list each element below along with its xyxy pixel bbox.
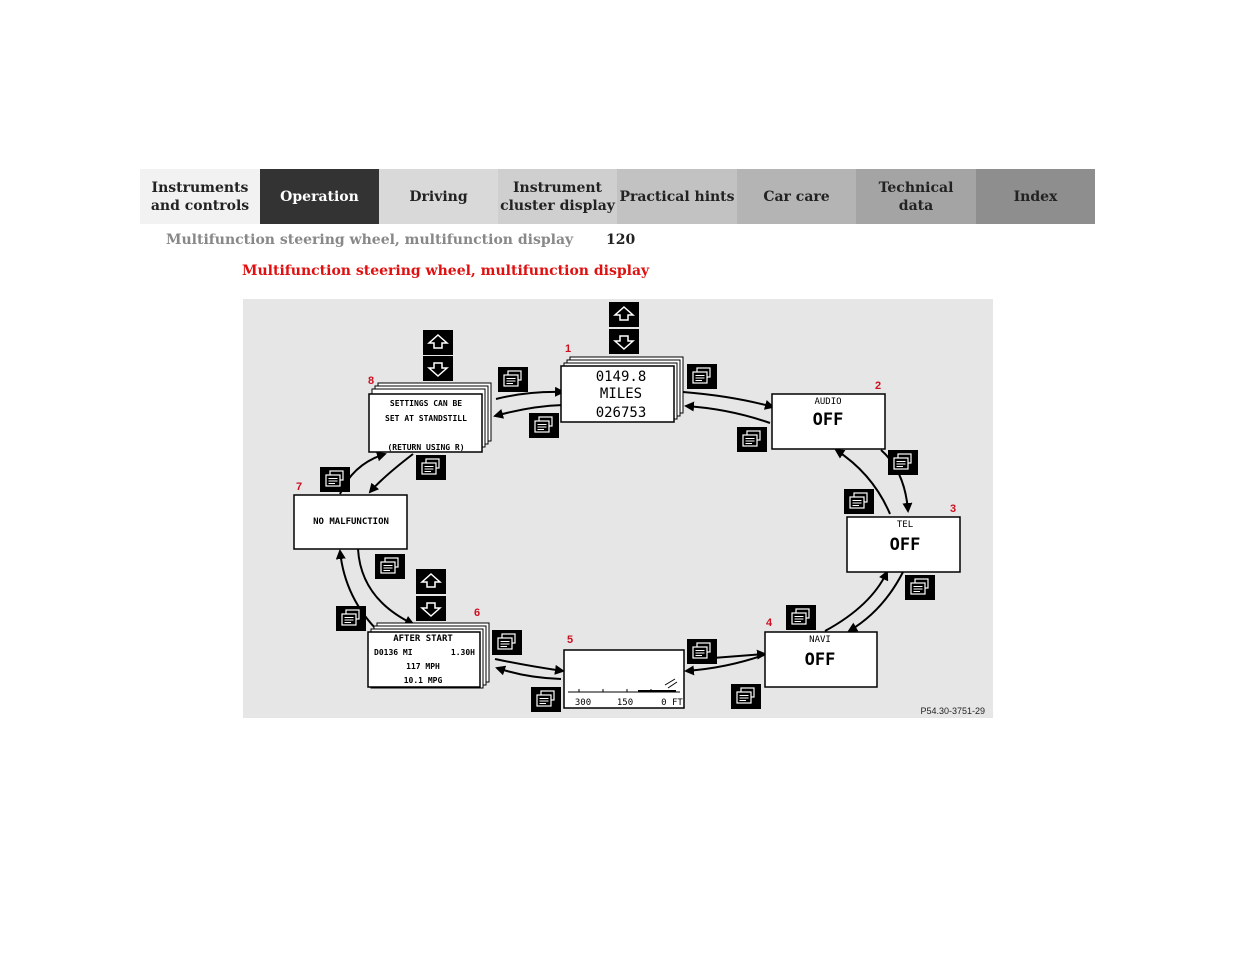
screen-6-line-2b: 1.30H bbox=[451, 648, 475, 657]
page-button-icon bbox=[531, 687, 561, 712]
screen-5-scale-0: 0 FT bbox=[661, 698, 683, 708]
arrow-6-to-7 bbox=[335, 549, 381, 634]
page-button-icon bbox=[731, 684, 761, 709]
screen-4-value: OFF bbox=[805, 650, 836, 670]
screen-7: NO MALFUNCTION bbox=[293, 494, 408, 550]
tab-technical-data[interactable]: Technical data bbox=[856, 169, 976, 224]
page-button-icon bbox=[687, 364, 717, 389]
cycle-arrows bbox=[335, 386, 913, 680]
page-button-icon bbox=[786, 605, 816, 630]
screen-1-line-1: 0149.8 bbox=[596, 369, 647, 385]
screen-1-line-3: 026753 bbox=[596, 405, 647, 421]
screen-3: TEL OFF bbox=[846, 516, 961, 573]
screen-2-label: AUDIO bbox=[814, 397, 841, 407]
breadcrumb: Multifunction steering wheel, multifunct… bbox=[166, 232, 574, 248]
arrow-down-button-icon bbox=[609, 329, 639, 354]
tab-instrument-cluster-display[interactable]: Instrument cluster display bbox=[498, 169, 617, 224]
screen-6-line-3: 117 MPH bbox=[406, 662, 440, 671]
arrow-up-button-icon bbox=[416, 569, 446, 594]
page-button-icon bbox=[529, 413, 559, 438]
arrow-3-to-2 bbox=[834, 448, 891, 515]
arrow-1-to-2 bbox=[682, 391, 775, 410]
screen-8-number: 8 bbox=[368, 375, 374, 387]
display-cycle-diagram: 0149.8 MILES 026753 1 AUDIO OFF 2 TEL OF… bbox=[293, 302, 985, 716]
arrow-5-to-6 bbox=[495, 665, 562, 680]
page-button-icon bbox=[888, 450, 918, 475]
page-button-icon bbox=[492, 630, 522, 655]
arrow-6-to-5 bbox=[494, 658, 565, 675]
screen-4-number: 4 bbox=[766, 617, 773, 629]
screen-1-line-2: MILES bbox=[600, 386, 642, 402]
screen-8-line-2: SET AT STANDSTILL bbox=[385, 414, 467, 423]
arrow-up-button-icon bbox=[609, 302, 639, 327]
screen-8-line-3: (RETURN USING R) bbox=[387, 443, 464, 452]
page-button-icon bbox=[498, 367, 528, 392]
page-number: 120 bbox=[606, 232, 636, 248]
tab-index[interactable]: Index bbox=[976, 169, 1095, 224]
screen-4-label: NAVI bbox=[809, 635, 831, 645]
tab-driving[interactable]: Driving bbox=[379, 169, 498, 224]
screen-6-number: 6 bbox=[474, 607, 480, 619]
arrow-1-to-8 bbox=[493, 404, 564, 419]
screen-2: AUDIO OFF bbox=[771, 393, 886, 450]
arrow-7-to-6 bbox=[357, 548, 415, 626]
screen-3-value: OFF bbox=[890, 535, 921, 555]
figure-reference: P54.30-3751-29 bbox=[920, 706, 985, 716]
arrow-down-button-icon bbox=[416, 596, 446, 621]
tab-operation[interactable]: Operation bbox=[260, 169, 379, 224]
screen-5-scale-150: 150 bbox=[617, 698, 633, 708]
arrow-3-to-4 bbox=[847, 571, 904, 633]
page-button-icon bbox=[416, 455, 446, 480]
arrow-2-to-1 bbox=[684, 401, 771, 424]
page-button-icon bbox=[375, 554, 405, 579]
section-title: Multifunction steering wheel, multifunct… bbox=[242, 263, 650, 279]
arrow-down-button-icon bbox=[423, 356, 453, 381]
page-button-icon bbox=[336, 606, 366, 631]
screen-3-number: 3 bbox=[950, 503, 956, 515]
screen-1-number: 1 bbox=[565, 343, 571, 355]
screen-3-label: TEL bbox=[897, 520, 913, 530]
screen-8-line-1: SETTINGS CAN BE bbox=[390, 399, 462, 408]
screen-1: 0149.8 MILES 026753 bbox=[560, 356, 684, 423]
page-button-icon bbox=[737, 427, 767, 452]
screen-2-number: 2 bbox=[875, 380, 881, 392]
arrow-8-to-7 bbox=[368, 453, 414, 494]
screen-7-number: 7 bbox=[296, 481, 302, 493]
tab-car-care[interactable]: Car care bbox=[737, 169, 856, 224]
arrow-4-to-3 bbox=[824, 570, 889, 632]
page-button-icon bbox=[844, 489, 874, 514]
page-button-icon bbox=[687, 639, 717, 664]
screen-6-line-2a: D0136 MI bbox=[374, 648, 413, 657]
screen-2-value: OFF bbox=[813, 410, 844, 430]
top-navigation-tabs: Instruments and controls Operation Drivi… bbox=[140, 169, 1095, 224]
arrow-up-button-icon bbox=[423, 330, 453, 355]
page-button-icon bbox=[905, 575, 935, 600]
tab-instruments-and-controls[interactable]: Instruments and controls bbox=[140, 169, 260, 224]
screen-8: SETTINGS CAN BE SET AT STANDSTILL (RETUR… bbox=[368, 382, 492, 453]
arrow-2-to-3 bbox=[880, 449, 913, 513]
tab-practical-hints[interactable]: Practical hints bbox=[617, 169, 737, 224]
screen-7-line-1: NO MALFUNCTION bbox=[313, 517, 389, 527]
screen-6-line-1: AFTER START bbox=[393, 634, 453, 644]
display-cycle-figure: 0149.8 MILES 026753 1 AUDIO OFF 2 TEL OF… bbox=[243, 299, 993, 718]
screen-5: 300 150 0 FT bbox=[563, 649, 685, 709]
page-button-icon bbox=[320, 467, 350, 492]
screen-4: NAVI OFF bbox=[764, 631, 878, 688]
screen-5-number: 5 bbox=[567, 634, 573, 646]
screen-6-line-4: 10.1 MPG bbox=[404, 676, 443, 685]
arrow-8-to-1 bbox=[495, 386, 565, 400]
screen-6: AFTER START D0136 MI 1.30H 117 MPH 10.1 … bbox=[367, 622, 490, 689]
screen-5-scale-300: 300 bbox=[575, 698, 591, 708]
